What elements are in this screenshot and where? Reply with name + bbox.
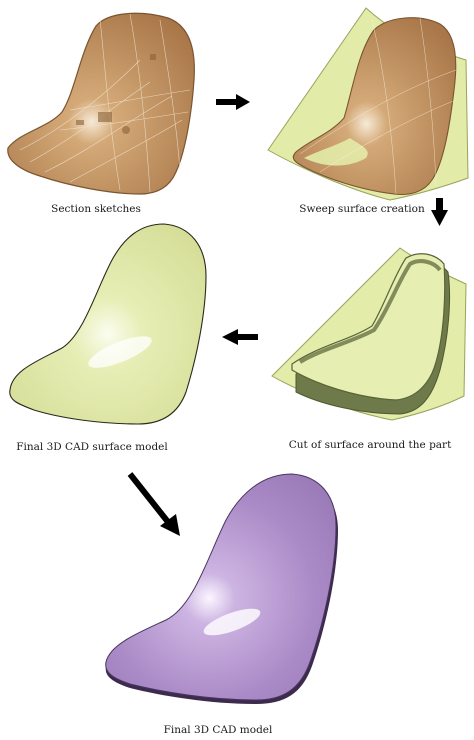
final-cad-shell	[105, 473, 337, 701]
caption-section-sketches: Section sketches	[51, 203, 141, 215]
caption-final-cad-model: Final 3D CAD model	[164, 724, 273, 736]
arrow-down-icon	[431, 198, 448, 226]
caption-final-surface-model: Final 3D CAD surface model	[16, 441, 168, 453]
scan-surface-features	[76, 54, 156, 134]
final-surface-shell	[9, 223, 207, 425]
cad-highlight	[203, 608, 261, 636]
scan-seat-grid	[19, 13, 191, 193]
final-cad-model	[105, 473, 338, 704]
arrow-right-icon	[216, 94, 250, 110]
scan-seat-shell	[7, 12, 195, 195]
cut-band-upper	[291, 253, 446, 401]
sweep-surface-model	[267, 7, 469, 201]
section-sketches-model	[7, 12, 195, 195]
cut-surface-model	[271, 247, 467, 421]
cut-band-rim	[298, 259, 442, 364]
caption-sweep-surface-creation: Sweep surface creation	[299, 203, 425, 215]
final-surface-model	[9, 223, 207, 425]
sweep-surface-overlap	[304, 138, 368, 166]
surface-highlight	[88, 336, 152, 368]
sweep-surface-grid	[299, 17, 457, 195]
arrow-left-icon	[222, 329, 258, 345]
caption-cut-of-surface: Cut of surface around the part	[289, 439, 452, 451]
arrow-diagonal-icon	[127, 472, 180, 536]
